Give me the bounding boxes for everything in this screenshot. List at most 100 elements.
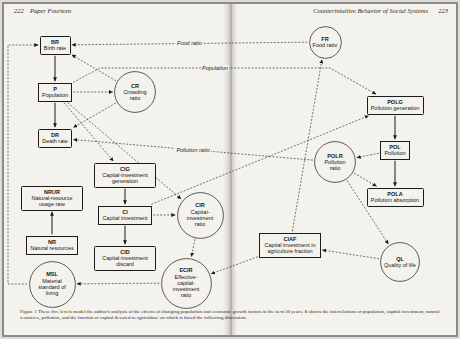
rate-box: CIDCapital-investment discard [94,246,156,271]
information-link [151,116,368,205]
variable-code: CID [98,249,152,255]
auxiliary-circle: POLRPollution ratio [314,141,356,183]
variable-name: Capital investment [102,215,148,221]
flow-arrow [125,226,126,245]
variable-name: Capital-investment generation [98,172,152,185]
variable-code: POL [384,144,406,150]
variable-code: CIAF [263,236,317,242]
page-number: 223 [438,7,448,14]
variable-name: Food ratio [313,42,338,48]
flow-arrow [395,161,396,187]
circle-outline [29,261,75,307]
circle-outline [177,192,223,238]
variable-name: Pollution generation [371,105,420,111]
variable-code: CIG [98,166,152,172]
variable-name: Crowding ratio [119,89,151,102]
information-link [73,140,313,161]
flow-arrow [125,189,126,205]
level-box: PPopulation [38,83,72,102]
information-link [73,92,113,93]
flow-arrow [55,56,56,82]
rate-box: DRDeath rate [38,129,72,148]
variable-code: CR [131,83,139,89]
left-page [4,4,231,335]
information-link [357,153,379,157]
rate-box: CIGCapital-investment generation [94,163,156,188]
variable-code: POLA [371,191,420,197]
information-link [322,250,379,259]
variable-name: Pollution absorption [371,197,420,203]
flow-arrow [52,212,53,235]
gutter-line [231,4,232,335]
variable-code: NR [30,239,74,245]
variable-name: Population [42,92,68,98]
variable-code: P [42,86,68,92]
link-label: Food ratio [176,40,203,46]
circle-outline [115,72,156,113]
book-cover-edge [2,2,458,337]
information-link [211,257,258,274]
information-link [191,239,195,257]
right-page [231,4,456,335]
rate-box: NRURNatural-resource usage rate [21,186,83,211]
variable-name: Natural-resource usage rate [25,195,79,208]
rate-box: POLGPollution generation [367,96,424,115]
figure-caption: Figure 1 These five levels model the aut… [20,309,440,322]
variable-code: MSL [46,271,58,277]
variable-code: BR [44,39,67,45]
auxiliary-circle: ECIREffective-capital-investment ratio [161,258,212,309]
variable-name: Effective-capital-investment ratio [170,274,202,299]
variable-name: Pollution ratio [319,159,351,172]
gutter-shadow [221,4,231,335]
level-box: NRNatural resources [26,236,78,255]
variable-name: Natural resources [30,245,74,251]
rate-box: BRBirth rate [40,36,71,55]
variable-name: Material standard of living [36,278,68,297]
variable-name: Pollution [384,150,406,156]
auxiliary-circle: QLQuality of life [380,242,420,282]
variable-code: FR [321,36,328,42]
variable-name: Birth rate [44,45,67,51]
link-label: Population [201,65,229,71]
circle-outline [161,258,211,308]
variable-name: Capital-investment ratio [184,209,216,228]
flow-arrow [55,103,56,128]
running-head: Counterintuitive Behavior of Social Syst… [313,7,428,14]
variable-code: CI [102,209,148,215]
variable-code: CIR [195,202,204,208]
running-head: Paper Fourteen [30,7,71,14]
variable-code: NRUR [25,189,79,195]
rate-box: POLAPollution absorption [367,188,424,207]
information-link [68,103,182,199]
variable-name: Capital investment in agriculture fracti… [263,242,317,255]
auxiliary-circle: FRFood ratio [309,26,342,59]
circle-outline [381,243,420,282]
circle-outline [309,26,341,58]
variable-code: QL [396,256,404,262]
information-link [153,215,175,216]
circle-outline [315,142,356,183]
information-link [292,59,322,231]
page-number: 222 [14,7,24,14]
level-box: CIAFCapital investment in agriculture fr… [259,233,321,258]
level-box: POLPollution [380,141,410,160]
auxiliary-circle: CRCrowding ratio [114,71,156,113]
level-box: CICapital investment [98,206,152,225]
variable-name: Death rate [42,138,68,144]
variable-code: POLG [371,99,420,105]
variable-code: DR [42,132,68,138]
information-link [77,283,160,285]
auxiliary-circle: CIRCapital-investment ratio [177,192,224,239]
variable-code: ECIR [179,267,192,273]
gutter-shadow [231,4,239,335]
variable-name: Capital-investment discard [98,255,152,268]
information-link [73,103,116,127]
flow-arrow [395,116,396,140]
variable-code: POLR [327,153,342,159]
information-link [354,173,376,186]
auxiliary-circle: MSLMaterial standard of living [29,261,76,308]
variable-name: Quality of life [384,262,416,268]
link-label: Pollution ratio [175,147,210,153]
